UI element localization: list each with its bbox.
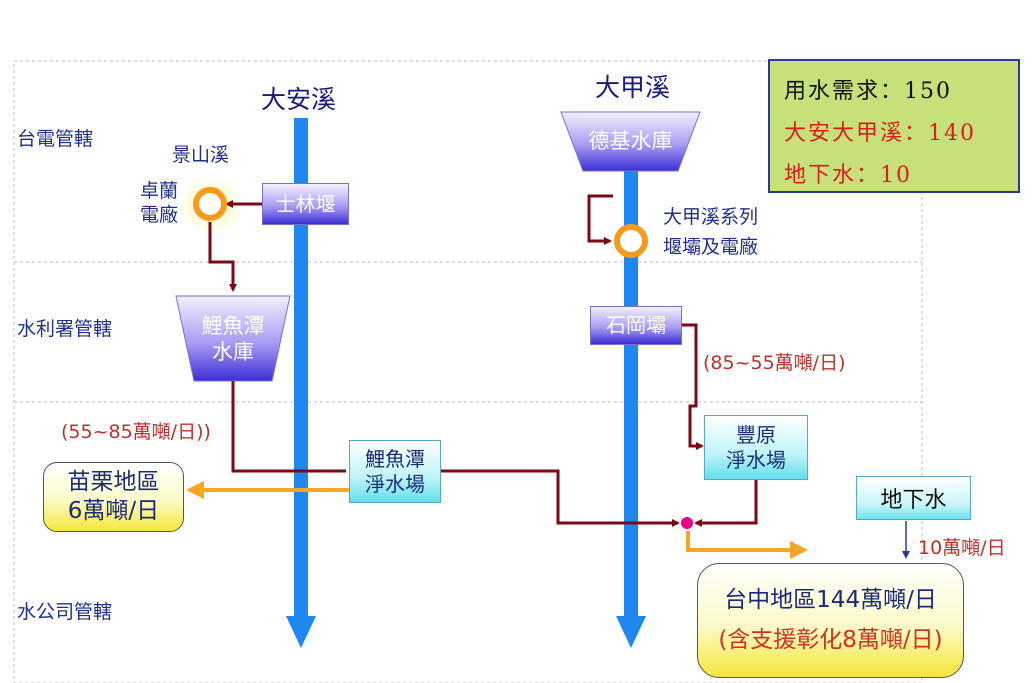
river-daan-shaft: [294, 118, 308, 618]
flow-liyutan-reservoir-to-plant: [231, 381, 346, 473]
jingshan-creek-label: 景山溪: [172, 144, 230, 166]
miaoli-output-line1: 苗栗地區: [67, 469, 160, 496]
zone-label-water-company: 水公司管轄: [17, 601, 113, 623]
deji-reservoir-box: 德基水庫: [565, 118, 696, 164]
liyutan-reservoir-shape: [175, 295, 291, 382]
river-dajia-arrowhead: [616, 616, 646, 648]
shigang-dam-label: 石岡壩: [606, 313, 666, 337]
miaoli-output-line2: 6萬噸/日: [67, 498, 160, 524]
dajia-series-label: 大甲溪系列 堰壩及電廠: [663, 202, 758, 262]
liyutan-plant-label-line1: 鯉魚潭: [365, 446, 425, 471]
liyutan-plant-label-line2: 淨水場: [365, 471, 425, 496]
river-daan-arrowhead: [286, 616, 316, 648]
liyutan-plant-box: 鯉魚潭 淨水場: [349, 440, 441, 503]
zone-label-taipower: 台電管轄: [17, 128, 94, 150]
water-demand-summary: 用水需求：150 大安大甲溪：140 地下水：10: [768, 59, 1020, 193]
flow-liyutan-plant-to-node: [441, 469, 680, 527]
demand-rivers: 大安大甲溪：140: [784, 121, 976, 146]
zone-boundaries: [13, 60, 923, 683]
liyutan-reservoir-label-line1: 鯉魚潭: [201, 313, 265, 338]
groundwater-box: 地下水: [856, 476, 971, 520]
zhuolan-plant-label-line2: 電廠: [140, 204, 179, 226]
fengyuan-plant-label-line2: 淨水場: [726, 447, 786, 472]
shilin-weir-box: 士林堰: [262, 183, 349, 225]
deji-reservoir-shape: [560, 111, 701, 172]
flow-label-shigang: (85~55萬噸/日): [703, 352, 846, 374]
flow-shigang-to-fengyuan: [682, 323, 704, 450]
fengyuan-plant-box: 豐原 淨水場: [704, 415, 808, 480]
junction-node-icon: [681, 517, 693, 529]
zone-label-wra: 水利署管轄: [17, 318, 113, 340]
river-dajia-shaft: [624, 160, 638, 618]
shigang-dam-box: 石岡壩: [590, 306, 682, 345]
taichung-output-box: 台中地區144萬噸/日 (含支援彰化8萬噸/日): [697, 563, 964, 678]
shilin-weir-label: 士林堰: [275, 191, 336, 216]
miaoli-output-box: 苗栗地區 6萬噸/日: [43, 462, 184, 532]
taichung-output-line1: 台中地區144萬噸/日: [724, 587, 937, 614]
demand-total: 用水需求：150: [784, 79, 952, 104]
dajia-power-plant-icon: [614, 224, 648, 258]
supply-lines: [202, 488, 792, 552]
supply-to-miaoli-arrowhead: [186, 481, 204, 499]
zone-frame: [13, 60, 923, 683]
fengyuan-plant-label-line1: 豐原: [736, 422, 776, 447]
river-dajia: [616, 160, 646, 648]
flow-zhuolan-to-liyutan-reservoir: [208, 222, 237, 292]
supply-to-taichung-arrowhead: [790, 541, 808, 559]
demand-groundwater: 地下水：10: [784, 163, 912, 188]
river-daan: [286, 118, 316, 648]
flow-label-groundwater: 10萬噸/日: [918, 537, 1006, 559]
taichung-output-line2: (含支援彰化8萬噸/日): [718, 626, 943, 653]
dajia-series-label-line2: 堰壩及電廠: [663, 236, 759, 258]
river-title-daan: 大安溪: [261, 85, 337, 114]
supply-to-taichung: [686, 531, 792, 552]
flow-lines: [208, 194, 758, 527]
liyutan-reservoir-label-line2: 水庫: [212, 340, 254, 364]
river-title-dajia: 大甲溪: [595, 73, 671, 102]
dajia-series-label-line1: 大甲溪系列: [663, 206, 759, 228]
deji-reservoir-label: 德基水庫: [588, 128, 673, 153]
flow-fengyuan-to-node: [694, 478, 758, 527]
groundwater-label: 地下水: [880, 488, 947, 513]
zhuolan-plant-label: 卓蘭 電廠: [140, 179, 178, 227]
flow-label-liyutan: (55~85萬噸/日)): [61, 421, 211, 443]
zhuolan-power-plant-icon: [193, 187, 227, 221]
flow-deji-to-dajia-plant: [587, 194, 613, 245]
zhuolan-plant-label-line1: 卓蘭: [140, 180, 179, 202]
liyutan-reservoir-box: 鯉魚潭 水庫: [186, 304, 280, 374]
